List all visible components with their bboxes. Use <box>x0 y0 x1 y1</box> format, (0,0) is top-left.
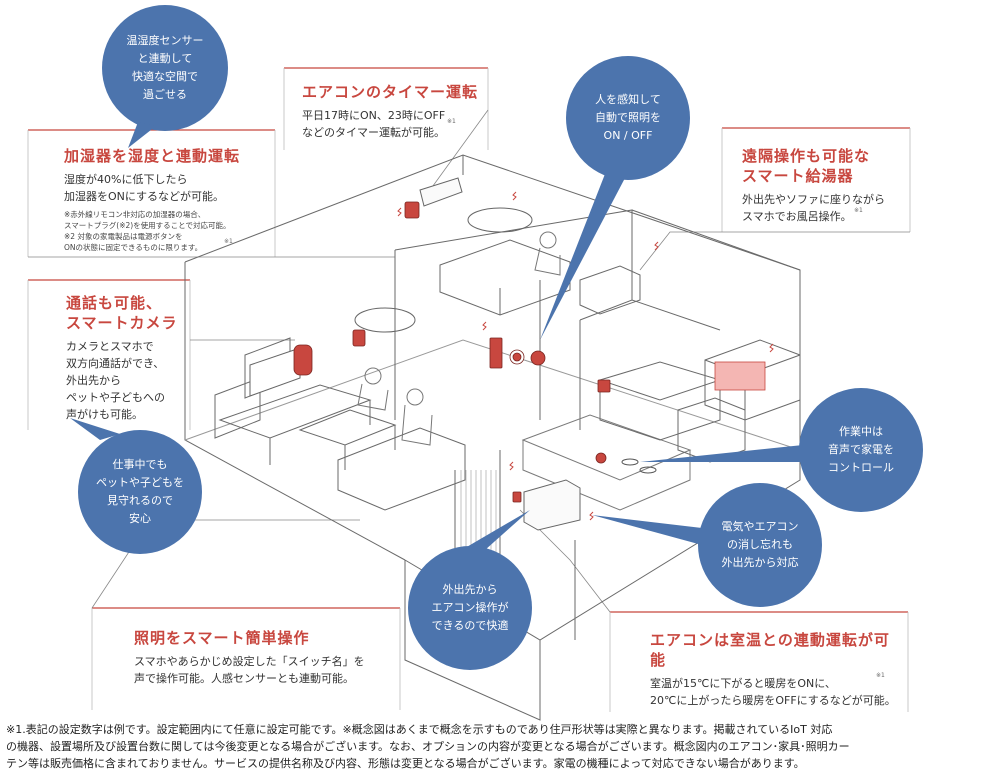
bubble-line: ON / OFF <box>603 129 653 142</box>
bubble-forgot: 電気やエアコン の消し忘れも 外出先から対応 <box>698 483 822 607</box>
callout-timer: エアコンのタイマー運転 平日17時にON、23時にOFF などのタイマー運転が可… <box>302 82 482 141</box>
footnote-mark: ※1 <box>447 118 456 125</box>
callout-camera: 通話も可能、 スマートカメラ カメラとスマホで 双方向通話ができ、 外出先から … <box>66 293 188 423</box>
bubble-line: コントロール <box>828 461 894 474</box>
bubble-line: 音声で家電を <box>828 443 894 456</box>
ceiling-lights <box>354 207 533 333</box>
water-heater-remote-icon <box>597 379 611 393</box>
footnote-mark: ※1 <box>224 238 233 245</box>
callout-title: 照明をスマート簡単操作 <box>134 629 310 647</box>
people <box>357 231 561 446</box>
callout-title: 通話も可能、 <box>66 294 163 312</box>
aircon-sensor-icon <box>512 491 522 503</box>
callout-title: エアコンのタイマー運転 <box>302 83 479 101</box>
sensor-icon <box>352 329 366 347</box>
tv-icon <box>249 347 301 397</box>
aircon-device-icon <box>404 201 420 219</box>
callout-title: スマートカメラ <box>66 314 178 332</box>
bubble-line: ペットや子どもを <box>96 476 184 489</box>
callout-line: 平日17時にON、23時にOFF <box>302 109 446 122</box>
callout-line: 双方向通話ができ、 <box>66 357 165 370</box>
callout-fine: スマートプラグ(※2)を使用することで対応可能。 <box>64 221 231 230</box>
bubble-outside: 外出先から エアコン操作が できるので快適 <box>408 546 532 670</box>
bubble-motion: 人を感知して 自動で照明を ON / OFF <box>566 56 690 180</box>
callout-water-heater: 遠隔操作も可能な スマート給湯器 外出先やソファに座りながら スマホでお風呂操作… <box>742 146 907 225</box>
callout-line: 外出先やソファに座りながら <box>742 193 885 206</box>
callout-frames <box>27 67 911 712</box>
bubble-line: の消し忘れも <box>727 538 793 551</box>
bubble-line: 温湿度センサー <box>126 34 204 47</box>
tub-heat-icon <box>714 361 766 391</box>
bubble-line: 見守れるので <box>107 494 173 507</box>
callout-humidifier: 加湿器を湿度と連動運転 湿度が40%に低下したら 加湿器をONにするなどが可能。… <box>64 146 269 253</box>
kitchen-speaker-icon <box>595 452 607 464</box>
callout-line: スマホやあらかじめ設定した「スイッチ名」を <box>134 655 365 668</box>
footnote-mark: ※1 <box>876 672 885 679</box>
callout-line: 湿度が40%に低下したら <box>64 173 188 186</box>
bubble-line: 安心 <box>129 512 151 525</box>
callout-fine: ONの状態に固定できるものに限ります。 <box>64 243 203 252</box>
bubbles <box>70 5 923 670</box>
footnote-line: ※1.表記の設定数字は例です。設定範囲内にて任意に設定可能です。※概念図はあくま… <box>6 723 833 736</box>
bubble-line: 外出先から <box>442 583 498 596</box>
bubble-voice: 作業中は 音声で家電を コントロール <box>799 388 923 512</box>
bubble-watch: 仕事中でも ペットや子どもを 見守れるので 安心 <box>78 430 202 554</box>
callout-line: 声で操作可能。人感センサーとも連動可能。 <box>134 672 354 685</box>
callout-title: 加湿器を湿度と連動運転 <box>64 147 241 165</box>
camera-icon <box>293 344 313 376</box>
footnote: ※1.表記の設定数字は例です。設定範囲内にて任意に設定可能です。※概念図はあくま… <box>6 721 996 772</box>
callout-line: ペットや子どもへの <box>66 391 165 404</box>
bubble-line: 仕事中でも <box>112 458 168 471</box>
bubble-line: 人を感知して <box>595 93 661 106</box>
callout-title: 遠隔操作も可能な <box>742 147 871 165</box>
callout-line: 外出先から <box>66 374 121 387</box>
callout-fine: ※2 対象の家電製品は電源ボタンを <box>64 232 183 241</box>
callout-line: カメラとスマホで <box>66 340 154 353</box>
bubble-sensor: 温湿度センサー と連動して 快適な空間で 過ごせる <box>102 5 228 131</box>
callout-title: エアコンは室温との連動運転が可能 <box>650 631 890 669</box>
callout-line: 加湿器をONにするなどが可能。 <box>64 190 224 203</box>
switch-icon <box>489 337 503 369</box>
stove <box>621 458 657 474</box>
bubble-line: 過ごせる <box>143 88 187 101</box>
smart-speaker-icon <box>530 350 546 366</box>
footnote-line: テン等は販売価格に含まれておりません。サービスの提供名称及び内容、形態は変更とな… <box>6 757 805 770</box>
bubble-line: 自動で照明を <box>595 111 661 124</box>
callout-fine: ※赤外線リモコン非対応の加湿器の場合、 <box>64 210 206 219</box>
aircon-units <box>419 177 581 531</box>
bubble-line: エアコン操作が <box>431 601 509 614</box>
footnote-mark: ※1 <box>854 207 863 214</box>
bubble-line: と連動して <box>137 52 193 65</box>
bubble-line: 電気やエアコン <box>721 520 799 533</box>
bubble-line: できるので快適 <box>431 619 509 632</box>
callout-line: などのタイマー運転が可能。 <box>302 126 445 139</box>
footnote-line: の機器、設置場所及び設置台数に関しては今後変更となる場合がございます。なお、オプ… <box>6 740 850 753</box>
bubble-line: 外出先から対応 <box>721 556 799 569</box>
callout-title: スマート給湯器 <box>742 167 854 185</box>
callout-ac-temp: エアコンは室温との連動運転が可能 室温が15℃に下がると暖房をONに、 20℃に… <box>650 630 900 709</box>
callout-line: スマホでお風呂操作。 <box>742 210 852 223</box>
bubble-line: 作業中は <box>839 425 883 438</box>
callout-line: 20℃に上がったら暖房をOFFにするなどが可能。 <box>650 694 896 707</box>
callout-line: 声がけも可能。 <box>66 408 143 421</box>
callout-line: 室温が15℃に下がると暖房をONに、 <box>650 677 836 690</box>
iot-devices <box>293 201 766 503</box>
bubble-line: 快適な空間で <box>132 70 198 83</box>
callout-lighting: 照明をスマート簡単操作 スマホやあらかじめ設定した「スイッチ名」を 声で操作可能… <box>134 628 394 687</box>
